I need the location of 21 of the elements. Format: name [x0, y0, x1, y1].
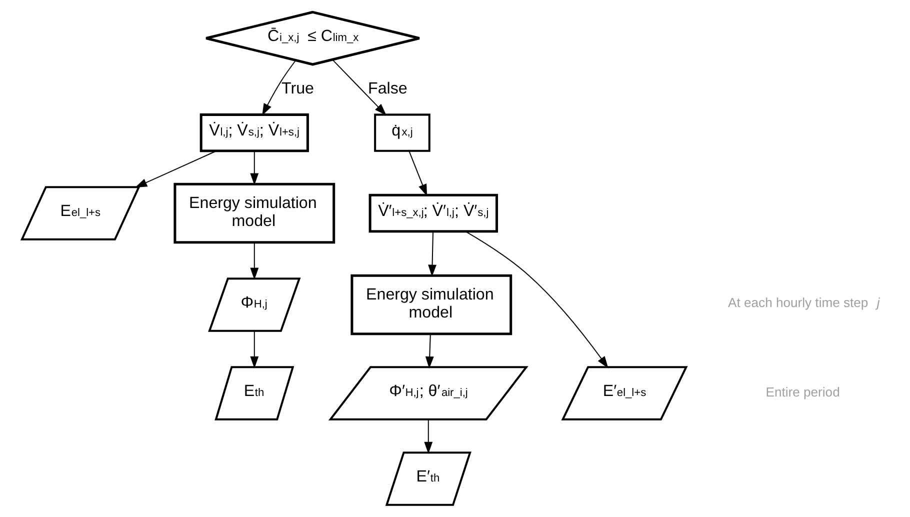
arrow — [250, 151, 258, 186]
node-box: V̇′l+s_x,j; V̇′l,j; V̇′s,j — [368, 194, 498, 233]
node-box: q̇x,j — [374, 114, 430, 152]
node-diamond: C̄i_x,j ≤ Clim_x — [204, 10, 420, 66]
edge-label: False — [368, 79, 407, 98]
arrow — [332, 59, 386, 116]
arrow — [134, 150, 216, 188]
arrow — [250, 331, 258, 368]
arrow — [428, 232, 436, 277]
arrow — [408, 151, 427, 196]
node-box: Energy simulation model — [173, 182, 335, 244]
arrow — [262, 60, 296, 116]
arrow — [250, 242, 258, 280]
node-box: V̇l,j; V̇s,j; V̇l+s,j — [199, 113, 308, 152]
label: Entire period — [765, 384, 840, 400]
edge-label: True — [281, 79, 314, 98]
label: At each hourly time step j — [728, 295, 880, 310]
arrow — [464, 231, 608, 368]
node-box: Energy simulation model — [350, 274, 512, 336]
arrow — [424, 420, 432, 454]
arrow — [424, 334, 434, 369]
